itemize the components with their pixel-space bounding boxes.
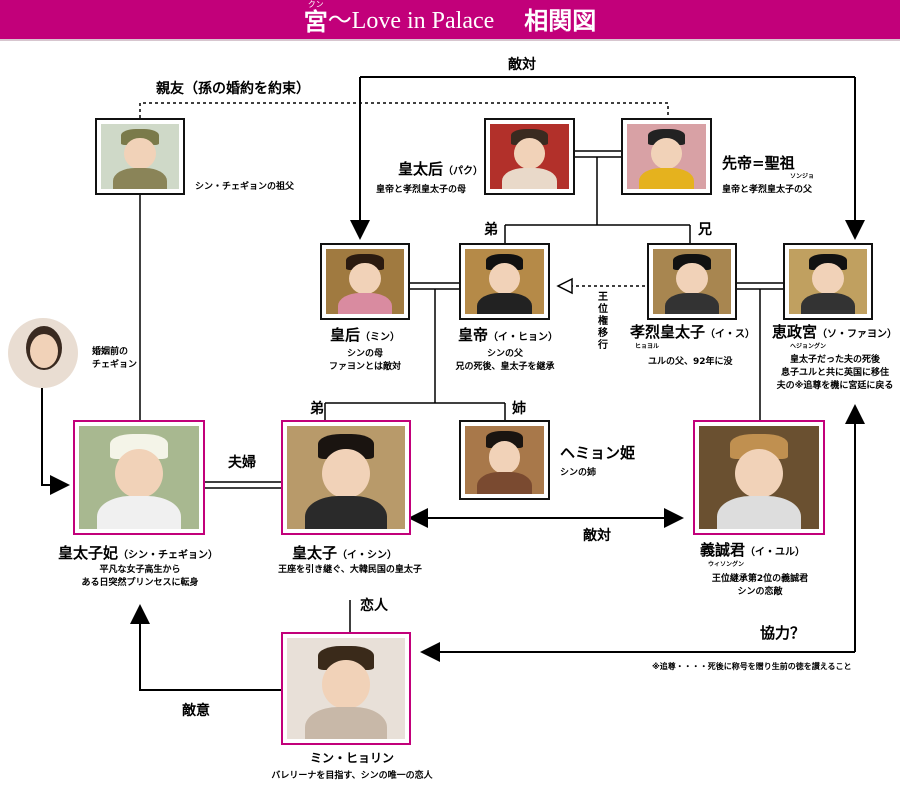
young-chaegyeong-arrow <box>41 388 70 495</box>
lovers-label: 恋人 <box>360 598 388 614</box>
emperor-children-line <box>324 289 506 420</box>
empress-photo <box>320 243 410 320</box>
paren: （イ・ス） <box>705 329 756 340</box>
emperor-caption: シンの父兄の死後、皇太子を継承 <box>445 348 565 374</box>
grandfather-caption: シン・チェギョンの祖父 <box>195 182 295 192</box>
chaegyeong-photo <box>73 420 205 535</box>
shin-photo <box>281 420 411 535</box>
yul-ruby: ウィソングン <box>708 561 745 568</box>
grandparents-children-line <box>504 157 691 243</box>
hostility-arrow <box>130 604 281 691</box>
line: 皇太子だった夫の死後 <box>789 355 880 365</box>
line: チェギョン <box>92 360 138 370</box>
title-kanji-with-ruby: クン 宮 <box>304 1 328 35</box>
paren: （イ・ユル） <box>745 547 806 558</box>
hyejeong-photo <box>783 243 873 320</box>
best-friends-label: 親友（孫の婚約を約束） <box>156 81 310 97</box>
line: シンの恋敵 <box>737 587 783 597</box>
grandfather-photo <box>95 118 185 195</box>
hyemyeong-caption: シンの姉 <box>560 468 597 478</box>
hyoryeol-photo <box>647 243 737 320</box>
title-kanji: 宮 <box>303 7 328 36</box>
chaegyeong-caption: 平凡な女子高生からある日突然プリンセスに転身 <box>60 564 220 590</box>
empress-caption: シンの母ファヨンとは敵対 <box>325 348 405 374</box>
hyejeong-ruby: ヘジョングン <box>790 343 827 350</box>
title-en: 〜Love in Palace <box>327 8 495 34</box>
header: クン 宮 〜Love in Palace 相関図 <box>0 0 900 41</box>
line: 兄の死後、皇太子を継承 <box>455 362 555 372</box>
hyejeong-caption: 皇太子だった夫の死後息子ユルと共に英国に移住夫の※追尊を機に宮廷に戻る <box>770 354 900 393</box>
grandparents-marriage-line <box>575 150 621 158</box>
young-chaegyeong-caption: 婚姻前のチェギョン <box>92 346 137 372</box>
footnote: ※追尊・・・・死後に称号を贈り生前の徳を讃えること <box>652 662 852 671</box>
paren: （パク） <box>443 166 484 177</box>
former-emperor-photo <box>621 118 712 195</box>
hyoryeol-caption: ユルの父、92年に没 <box>648 357 733 367</box>
yul-name: 義誠君（イ・ユル） <box>700 541 805 562</box>
grand-empress-name: 皇太后（パク） <box>398 160 483 181</box>
shin-name: 皇太子（イ・シン） <box>292 544 397 565</box>
paren: （イ・ヒョン） <box>488 332 559 343</box>
throne-transfer-arrowhead <box>556 277 573 295</box>
younger-brother-label: 弟 <box>484 222 498 238</box>
title-suffix: 相関図 <box>524 6 597 35</box>
yul-caption: 王位継承第2位の義誠君シンの恋敵 <box>700 573 820 599</box>
emperor-marriage-line <box>410 282 459 290</box>
hyorin-photo <box>281 632 411 745</box>
hyoryeol-name: 孝烈皇太子（イ・ス） <box>630 323 755 344</box>
paren: （イ・シン） <box>337 550 398 561</box>
grand-empress-caption: 皇帝と孝烈皇太子の母 <box>376 185 467 195</box>
hyorin-name: ミン・ヒョリン <box>310 751 395 765</box>
emperor-name: 皇帝（イ・ヒョン） <box>458 326 558 347</box>
line: 夫の※追尊を機に宮廷に戻る <box>776 381 894 391</box>
line: ある日突然プリンセスに転身 <box>81 578 199 588</box>
hyorin-caption: バレリーナを目指す、シンの唯一の恋人 <box>271 771 433 781</box>
name: 皇太子妃 <box>58 544 119 562</box>
paren: （ソ・ファヨン） <box>817 329 898 340</box>
grand-empress-photo <box>484 118 575 195</box>
line: 婚姻前の <box>92 347 129 357</box>
chaegyeong-name: 皇太子妃（シン・チェギョン） <box>58 544 218 565</box>
older-sister-label: 姉 <box>512 401 526 417</box>
line: シンの父 <box>486 349 523 359</box>
name: 皇后 <box>330 326 361 344</box>
name: 孝烈皇太子 <box>630 323 706 341</box>
line: ファヨンとは敵対 <box>328 362 401 372</box>
line: 王位継承第2位の義誠君 <box>711 574 809 584</box>
hyemyeong-photo <box>459 420 550 500</box>
line: 息子ユルと共に英国に移住 <box>780 368 889 378</box>
hostility-label: 敵意 <box>182 703 210 719</box>
rivalry-mid-label: 敵対 <box>583 528 611 544</box>
hyejeong-name: 恵政宮（ソ・ファヨン） <box>772 323 897 344</box>
line: 平凡な女子高生から <box>99 565 181 575</box>
hyoryeol-marriage-line <box>737 282 783 290</box>
paren: （ミン） <box>360 332 401 343</box>
married-label: 夫婦 <box>228 455 256 471</box>
rivalry-top-label: 敵対 <box>508 57 536 73</box>
throne-transfer-label: 王位権移行 <box>598 292 608 351</box>
hyemyeong-name: ヘミョン姫 <box>560 444 636 462</box>
cooperation-label: 協力？ <box>760 624 806 642</box>
empress-name: 皇后（ミン） <box>330 326 400 347</box>
name: 皇帝 <box>458 326 489 344</box>
line: シンの母 <box>346 349 383 359</box>
title-ruby: クン <box>307 0 324 9</box>
name: 恵政宮 <box>772 323 818 341</box>
former-emperor-caption: 皇帝と孝烈皇太子の父 <box>722 185 813 195</box>
friends-line <box>139 102 669 118</box>
emperor-photo <box>459 243 550 320</box>
younger-brother2-label: 弟 <box>310 401 324 417</box>
former-emperor-ruby: ソンジョ <box>790 173 815 180</box>
hyoryeol-ruby: ヒョヨル <box>635 343 660 350</box>
paren: （シン・チェギョン） <box>118 550 219 561</box>
young-chaegyeong-photo <box>8 318 78 388</box>
older-brother-label: 兄 <box>698 222 712 238</box>
former-emperor-name: 先帝=聖祖 <box>722 154 795 172</box>
name: 義誠君 <box>700 541 746 559</box>
shin-caption: 王座を引き継ぐ、大韓民国の皇太子 <box>278 565 422 575</box>
name: 皇太子 <box>292 544 338 562</box>
yul-photo <box>693 420 825 535</box>
married-line <box>205 481 281 489</box>
name: 皇太后 <box>398 160 444 178</box>
